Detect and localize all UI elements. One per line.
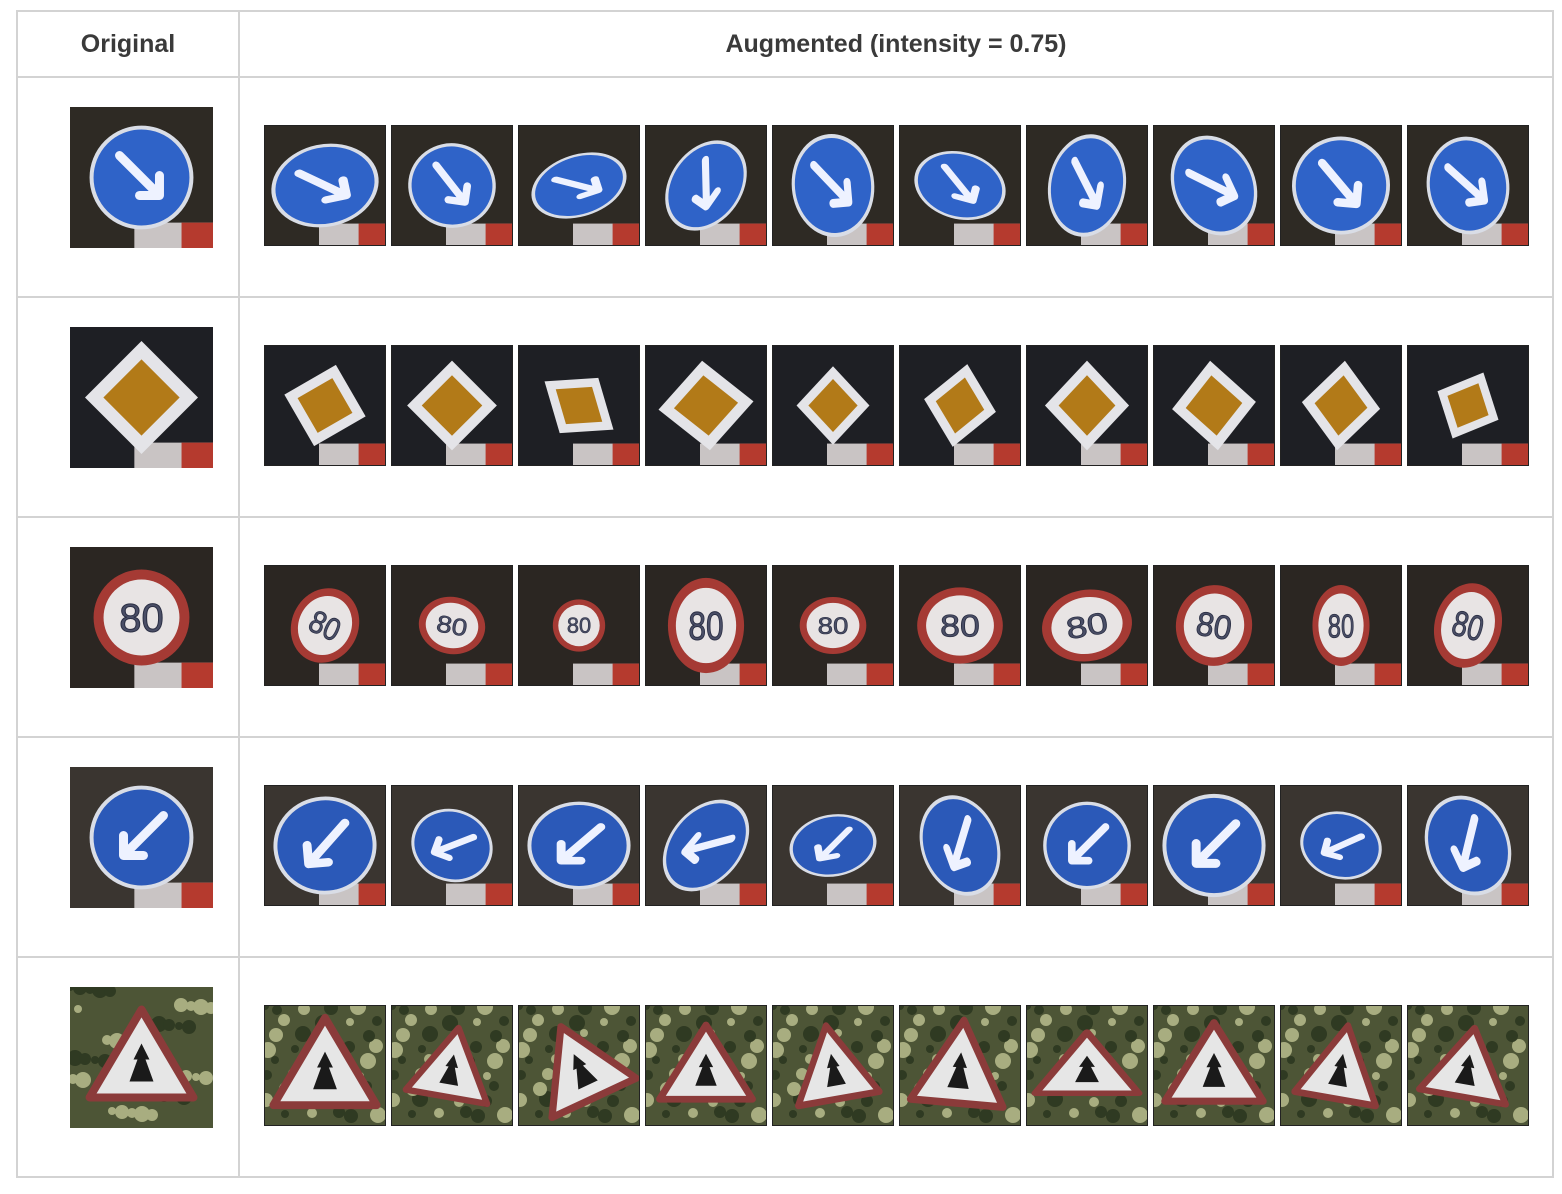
augmented-keep-right-arrow-icon (1407, 125, 1529, 246)
svg-text:80: 80 (818, 614, 849, 640)
augmented-strip-wrap (240, 958, 1552, 1176)
intersection-warning-triangle-icon (70, 987, 213, 1128)
original-image-wrap: 80 (18, 518, 238, 736)
augmented-keep-right-arrow-icon (518, 125, 640, 246)
augmented-speed-limit-80-icon: 80 (1026, 565, 1148, 686)
augmented-cell: 80 80 80 80 80 80 80 80 80 80 (238, 516, 1554, 738)
augmented-speed-limit-80-icon: 80 (391, 565, 513, 686)
augmented-speed-limit-80-icon: 80 (899, 565, 1021, 686)
svg-text:80: 80 (1193, 604, 1234, 648)
augmented-strip-wrap (240, 78, 1552, 296)
augmented-keep-left-arrow-icon (391, 785, 513, 906)
augmented-image-strip (264, 345, 1529, 466)
augmented-intersection-warning-triangle-icon (1280, 1005, 1402, 1126)
original-image-wrap (18, 738, 238, 956)
keep-left-arrow-icon (70, 767, 213, 908)
priority-road-diamond-icon (70, 327, 213, 468)
augmented-speed-limit-80-icon: 80 (1153, 565, 1275, 686)
speed-limit-80-icon: 80 (70, 547, 213, 688)
augmented-intersection-warning-triangle-icon (264, 1005, 386, 1126)
table-row: 80 80 80 80 80 80 80 80 80 80 80 (16, 516, 1554, 738)
augmented-strip-wrap (240, 298, 1552, 516)
augmented-priority-road-diamond-icon (1280, 345, 1402, 466)
augmented-intersection-warning-triangle-icon (899, 1005, 1021, 1126)
augmented-intersection-warning-triangle-icon (518, 1005, 640, 1126)
augmented-intersection-warning-triangle-icon (391, 1005, 513, 1126)
svg-text:80: 80 (940, 608, 980, 644)
augmented-speed-limit-80-icon: 80 (1280, 565, 1402, 686)
augmented-keep-right-arrow-icon (1153, 125, 1275, 246)
svg-text:80: 80 (434, 611, 469, 642)
augmented-keep-left-arrow-icon (1026, 785, 1148, 906)
augmented-cell (238, 76, 1554, 298)
original-cell (16, 736, 240, 958)
augmented-intersection-warning-triangle-icon (1026, 1005, 1148, 1126)
augmented-image-strip (264, 1005, 1529, 1126)
svg-text:80: 80 (1328, 608, 1354, 645)
augmented-priority-road-diamond-icon (1026, 345, 1148, 466)
table-row (16, 296, 1554, 518)
keep-right-arrow-icon (70, 107, 213, 248)
augmented-keep-left-arrow-icon (772, 785, 894, 906)
augmented-priority-road-diamond-icon (518, 345, 640, 466)
augmented-keep-left-arrow-icon (645, 785, 767, 906)
original-cell (16, 76, 240, 298)
original-cell: 80 (16, 516, 240, 738)
augmented-speed-limit-80-icon: 80 (264, 565, 386, 686)
augmented-speed-limit-80-icon: 80 (772, 565, 894, 686)
augmented-keep-left-arrow-icon (1407, 785, 1529, 906)
augmented-keep-right-arrow-icon (264, 125, 386, 246)
original-cell (16, 956, 240, 1178)
header-row: Original Augmented (intensity = 0.75) (16, 10, 1554, 78)
augmented-keep-right-arrow-icon (1026, 125, 1148, 246)
augmented-speed-limit-80-icon: 80 (645, 565, 767, 686)
augmented-speed-limit-80-icon: 80 (518, 565, 640, 686)
augmented-cell (238, 736, 1554, 958)
augmented-priority-road-diamond-icon (264, 345, 386, 466)
original-column-header: Original (16, 10, 240, 78)
augmented-keep-left-arrow-icon (264, 785, 386, 906)
augmented-keep-left-arrow-icon (1280, 785, 1402, 906)
augmented-keep-left-arrow-icon (1153, 785, 1275, 906)
augmented-speed-limit-80-icon: 80 (1407, 565, 1529, 686)
augmented-priority-road-diamond-icon (1153, 345, 1275, 466)
augmented-keep-right-arrow-icon (899, 125, 1021, 246)
augmented-keep-right-arrow-icon (391, 125, 513, 246)
table-row (16, 956, 1554, 1178)
augmented-intersection-warning-triangle-icon (772, 1005, 894, 1126)
augmented-cell (238, 296, 1554, 518)
original-image-wrap (18, 78, 238, 296)
augmented-priority-road-diamond-icon (899, 345, 1021, 466)
augmented-keep-left-arrow-icon (518, 785, 640, 906)
original-image-wrap (18, 298, 238, 516)
augmented-keep-left-arrow-icon (899, 785, 1021, 906)
augmented-priority-road-diamond-icon (772, 345, 894, 466)
augmented-image-strip: 80 80 80 80 80 80 80 80 80 80 (264, 565, 1529, 686)
augmented-image-strip (264, 785, 1529, 906)
original-cell (16, 296, 240, 518)
augmented-keep-right-arrow-icon (772, 125, 894, 246)
augmented-column-header: Augmented (intensity = 0.75) (238, 10, 1554, 78)
original-image-wrap (18, 958, 238, 1176)
augmented-image-strip (264, 125, 1529, 246)
augmented-keep-right-arrow-icon (1280, 125, 1402, 246)
svg-text:80: 80 (688, 603, 723, 648)
augmented-intersection-warning-triangle-icon (1407, 1005, 1529, 1126)
augmented-strip-wrap (240, 738, 1552, 956)
augmented-priority-road-diamond-icon (1407, 345, 1529, 466)
svg-text:80: 80 (567, 613, 591, 638)
augmented-priority-road-diamond-icon (391, 345, 513, 466)
table-row (16, 736, 1554, 958)
svg-text:80: 80 (1064, 606, 1111, 646)
augmented-strip-wrap: 80 80 80 80 80 80 80 80 80 80 (240, 518, 1552, 736)
table-row (16, 76, 1554, 298)
augmented-priority-road-diamond-icon (645, 345, 767, 466)
augmentation-table: Original Augmented (intensity = 0.75) 80… (16, 10, 1554, 1178)
augmented-intersection-warning-triangle-icon (645, 1005, 767, 1126)
augmented-cell (238, 956, 1554, 1178)
augmented-keep-right-arrow-icon (645, 125, 767, 246)
augmented-intersection-warning-triangle-icon (1153, 1005, 1275, 1126)
svg-text:80: 80 (119, 596, 163, 640)
